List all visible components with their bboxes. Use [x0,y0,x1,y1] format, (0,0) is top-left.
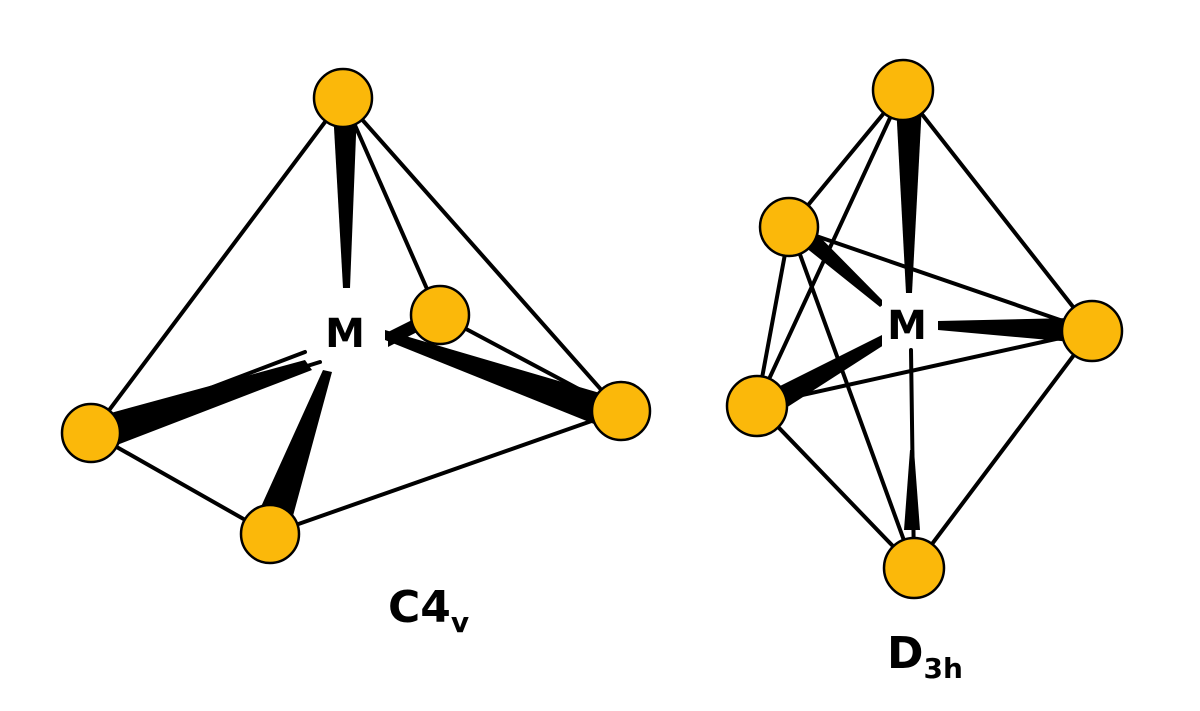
atom-upperleft [758,196,820,258]
bond-wedge-right [385,330,610,428]
c4v-structure: M C4v [60,67,652,639]
c4v-caption-subscript: v [451,606,469,639]
bond-wedge-upperleft [800,232,885,307]
bond-wedge-right [938,318,1072,342]
d3h-bonds [768,104,1072,530]
bond-wedge-top [896,104,922,293]
bond-wedge-apex [333,110,357,288]
d3h-caption: D3h [887,628,963,685]
c4v-atoms [60,67,652,565]
edge-apex-back [341,96,440,316]
d3h-structure: M D3h [725,58,1124,685]
edge-top-right [901,88,1094,333]
edge-apex-right [341,96,622,413]
atom-front [239,503,301,565]
edge-left-front [90,431,272,536]
atom-top [871,58,935,122]
c4v-caption-main: C4 [388,582,451,633]
edge-lowerleft-right [755,329,1094,407]
atom-right [1060,299,1124,363]
atom-right [590,380,652,442]
bond-wedge-left [96,360,312,450]
edge-bottom-upperleft [788,225,916,570]
c4v-caption: C4v [388,582,469,639]
atom-bottom [882,536,946,600]
bond-wedge-lowerleft [768,335,887,415]
c4v-center-label-bg [318,306,370,358]
edge-front-right [268,409,622,536]
atom-lowerleft [725,374,789,438]
d3h-caption-main: D [887,628,924,679]
bond-wedge-front [255,370,332,527]
c4v-bonds [96,110,610,527]
atom-apex [312,67,374,129]
edge-upperleft-right [788,225,1094,333]
d3h-center-label: M [887,303,927,349]
atom-left [60,402,122,464]
d3h-center-label-bg [882,300,932,348]
bond-wedge-bottom [904,450,920,530]
atom-back [409,284,471,346]
edge-bottom-lowerleft [755,403,916,570]
d3h-caption-subscript: 3h [924,652,963,685]
edge-apex-left [90,96,345,435]
c4v-center-label: M [325,311,365,357]
edge-bottom-right [912,329,1094,570]
d3h-atoms [725,58,1124,600]
